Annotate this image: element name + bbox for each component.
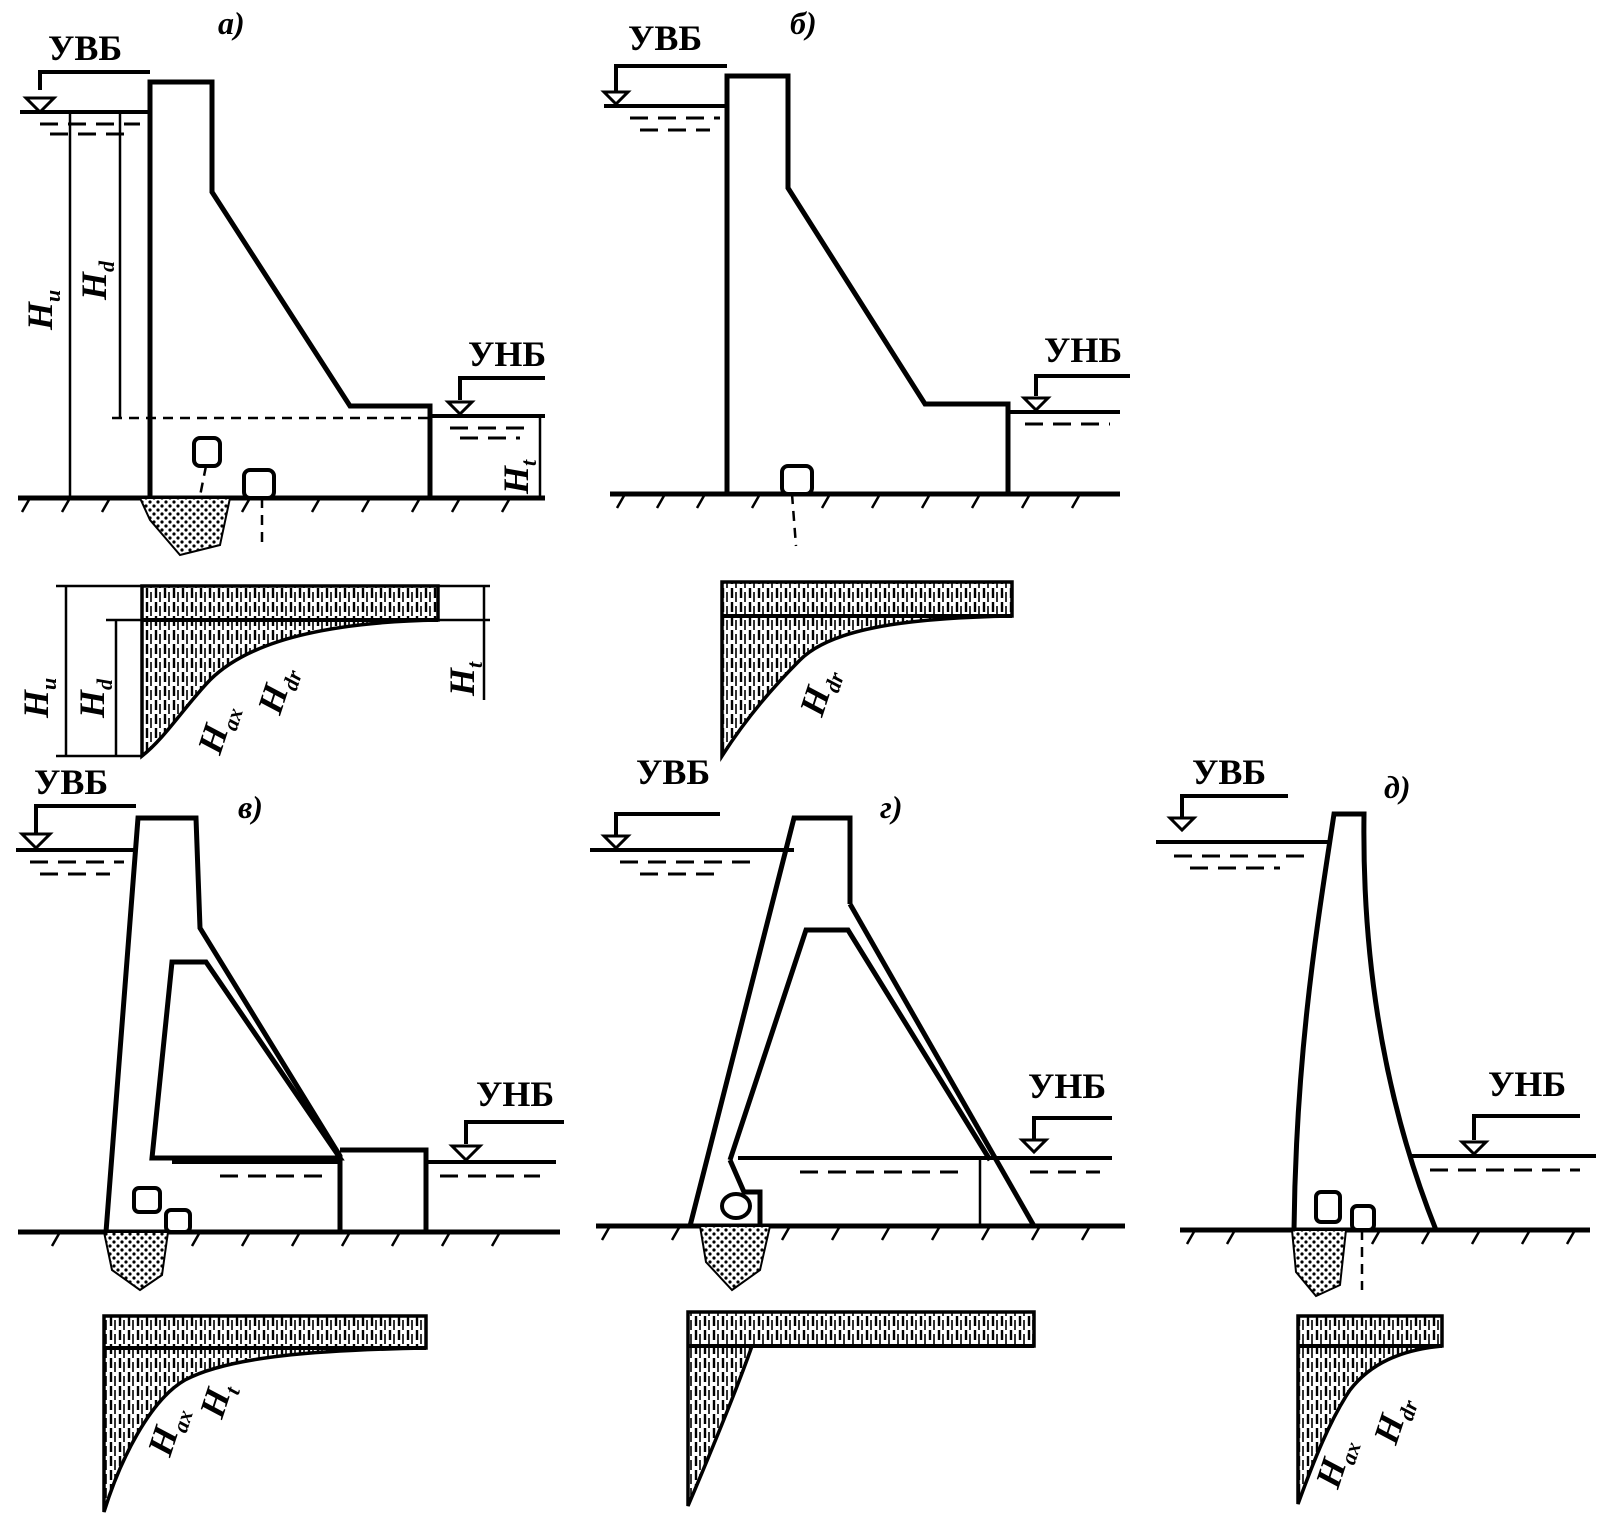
dam-cavity-g <box>727 927 993 1162</box>
downstream-level-leader-a <box>458 376 545 400</box>
drain-gallery-g <box>720 1192 752 1220</box>
upstream-level-marker-b <box>600 90 632 107</box>
label-Hu-a: Hu <box>20 290 65 331</box>
upstream-level-label-a: УВБ <box>48 28 122 68</box>
drain-gallery-v <box>132 1186 162 1214</box>
svg-text:Hu: Hu <box>16 678 61 719</box>
dam-body-a <box>147 79 433 498</box>
panel-label-v: в) <box>238 789 263 825</box>
upstream-level-leader-d <box>1180 794 1288 818</box>
epure-label-Ht-v: Ht <box>191 1377 245 1425</box>
epure-label-Hdr-b: Hdr <box>791 662 849 723</box>
epure-label-Ht-a: Ht <box>442 661 487 697</box>
label-Hd-a: Hd <box>74 260 119 301</box>
panel-v: в) УВБ УНБ Hax Ht <box>16 762 564 1513</box>
upstream-level-label-v: УВБ <box>34 762 108 802</box>
upstream-level-marker-g <box>600 834 632 851</box>
panel-label-b: б) <box>790 5 817 41</box>
epure-label-Hdr-a: Hdr <box>249 660 307 721</box>
inspection-gallery-a <box>242 468 276 500</box>
uplift-epure-a <box>140 584 440 760</box>
svg-text:Hu: Hu <box>20 290 65 331</box>
downstream-level-leader-v <box>464 1120 564 1144</box>
panel-label-g: г) <box>880 789 902 825</box>
ground-hatch-g <box>600 1225 1092 1241</box>
epure-label-Hu-a: Hu <box>16 678 61 719</box>
inspection-gallery-b <box>780 464 814 496</box>
upstream-level-leader-a <box>38 70 150 90</box>
downstream-level-label-d: УНБ <box>1488 1064 1566 1104</box>
svg-text:Ht: Ht <box>496 459 541 495</box>
grout-curtain-v <box>102 1231 170 1292</box>
downstream-level-marker-a <box>444 400 476 417</box>
svg-text:Hd: Hd <box>72 678 117 719</box>
apron-v <box>340 1147 429 1232</box>
dam-front-g <box>687 815 853 1227</box>
grout-curtain-d <box>1290 1229 1348 1298</box>
uplift-epure-v <box>102 1314 428 1513</box>
dam-body-d <box>1291 811 1439 1231</box>
upstream-level-marker-d <box>1166 816 1198 833</box>
svg-text:Ht: Ht <box>191 1377 245 1425</box>
upstream-level-marker-a <box>22 96 58 115</box>
upstream-level-leader-b <box>614 64 727 96</box>
downstream-level-leader-d <box>1472 1114 1580 1140</box>
grout-curtain-g <box>698 1225 772 1292</box>
downstream-level-label-v: УНБ <box>476 1074 554 1114</box>
grout-curtain-a <box>138 497 232 557</box>
ground-hatch-v <box>50 1231 502 1247</box>
svg-text:Hdr: Hdr <box>249 660 307 721</box>
upstream-level-leader-v <box>34 804 136 836</box>
svg-text:Ht: Ht <box>442 661 487 697</box>
panel-a: а) УВБ УНБ Hu <box>16 5 546 761</box>
upstream-level-marker-v <box>18 832 54 851</box>
svg-text:Hdr: Hdr <box>791 662 849 723</box>
downstream-level-marker-b <box>1020 396 1052 413</box>
drain-gallery-a <box>192 436 222 468</box>
downstream-level-label-g: УНБ <box>1028 1066 1106 1106</box>
epure-label-Hax-a: Hax <box>189 699 248 761</box>
downstream-level-leader-g <box>1032 1116 1112 1140</box>
upstream-level-label-d: УВБ <box>1192 752 1266 792</box>
epure-label-Hdr-d: Hdr <box>1365 1390 1423 1451</box>
upstream-level-leader-g <box>614 812 720 838</box>
downstream-level-label-b: УНБ <box>1044 330 1122 370</box>
uplift-epure-g <box>686 1310 1036 1507</box>
dam-cavity-v <box>149 959 345 1161</box>
panel-b: б) УВБ УНБ Hdr <box>600 5 1130 762</box>
upstream-level-label-b: УВБ <box>628 18 702 58</box>
ground-hatch-d <box>1185 1229 1577 1245</box>
panel-label-a: а) <box>218 5 245 41</box>
panel-label-d: д) <box>1384 769 1411 805</box>
dam-body-v <box>103 815 343 1233</box>
panel-d: д) УВБ УНБ Hax Hdr <box>1156 752 1596 1505</box>
downstream-level-marker-v <box>448 1144 484 1163</box>
downstream-level-marker-g <box>1018 1138 1050 1155</box>
upstream-level-label-g: УВБ <box>636 752 710 792</box>
drain-gallery-d <box>1314 1190 1342 1224</box>
dam-body-b <box>724 73 1011 494</box>
uplift-epure-d <box>1296 1314 1444 1505</box>
svg-text:Hdr: Hdr <box>1365 1390 1423 1451</box>
inspection-gallery-v <box>164 1208 192 1234</box>
svg-text:Hd: Hd <box>74 260 119 301</box>
label-Ht-a: Ht <box>496 459 541 495</box>
epure-label-Hd-a: Hd <box>72 678 117 719</box>
svg-text:Hax: Hax <box>189 699 248 761</box>
dam-back-g <box>847 902 1037 1228</box>
inspection-gallery-d <box>1350 1204 1376 1232</box>
downstream-level-marker-d <box>1458 1140 1490 1157</box>
panel-g: г) УВБ УНБ <box>590 752 1125 1507</box>
uplift-epure-b <box>720 580 1014 762</box>
downstream-level-label-a: УНБ <box>468 334 546 374</box>
downstream-level-leader-b <box>1034 374 1130 396</box>
ground-hatch-b <box>615 493 1082 509</box>
